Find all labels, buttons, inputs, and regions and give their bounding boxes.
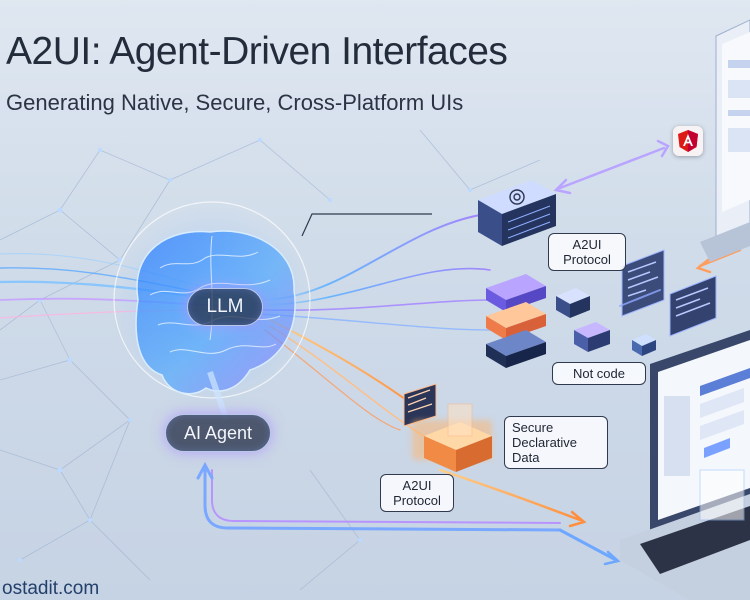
a2ui-protocol-callout-bottom: A2UI Protocol (380, 474, 454, 512)
page-title: A2UI: Agent-Driven Interfaces (6, 30, 508, 73)
secure-declarative-data-callout: Secure Declarative Data (504, 416, 608, 469)
a2ui-protocol-callout-top: A2UI Protocol (548, 233, 626, 271)
monitor-icon (700, 19, 750, 262)
page-subtitle: Generating Native, Secure, Cross-Platfor… (6, 90, 464, 115)
laptop-icon (620, 330, 750, 600)
watermark-text: ostadit.com (2, 578, 100, 599)
llm-node-label: LLM (187, 288, 263, 326)
callout-line: Secure (512, 420, 554, 435)
callout-line: Protocol (563, 252, 611, 267)
connector-line (301, 213, 432, 237)
callout-line: Protocol (393, 493, 441, 508)
callout-line: Data (512, 450, 540, 465)
stacked-blocks (486, 274, 546, 368)
callout-line: A2UI (402, 478, 432, 493)
ai-agent-node-label: AI Agent (165, 414, 271, 452)
code-panels (403, 249, 717, 427)
agent-loop-arrow (196, 461, 621, 566)
angular-logo-icon (673, 126, 703, 156)
server-block (478, 180, 556, 246)
flow-arrows (553, 139, 742, 307)
network-nodes (18, 138, 472, 562)
openai-logo-icon (509, 189, 525, 205)
secure-data-box (412, 403, 492, 472)
callout-line: Declarative (512, 435, 578, 450)
data-cubes (556, 288, 656, 356)
not-code-callout: Not code (552, 362, 646, 385)
callout-line: A2UI (572, 237, 602, 252)
